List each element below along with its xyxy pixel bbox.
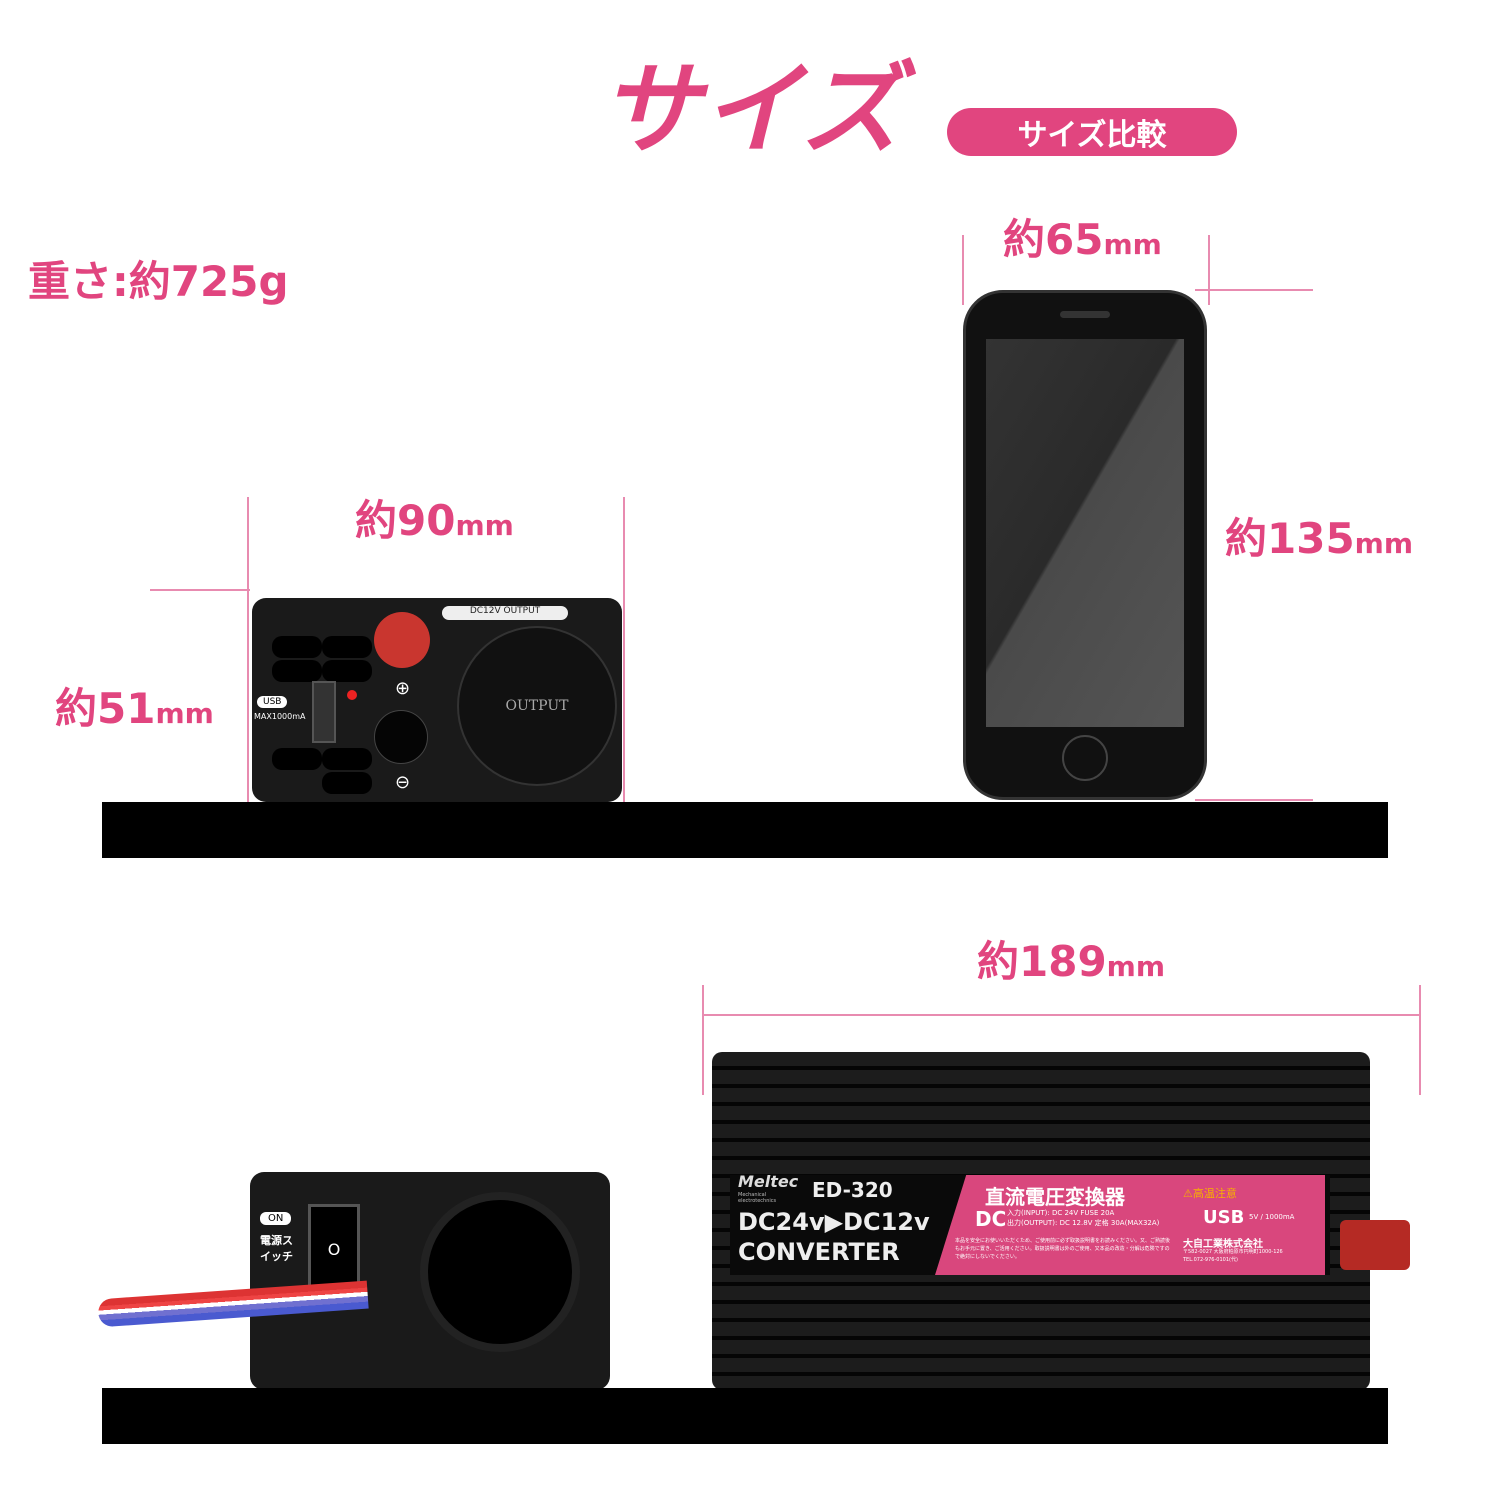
output-socket-cap: OUTPUT xyxy=(457,626,617,786)
phone-height-label: 約135mm xyxy=(1225,514,1414,563)
company-tel: TEL.072-976-0101(代) xyxy=(1183,1257,1238,1263)
positive-terminal xyxy=(374,612,430,668)
red-terminal xyxy=(1340,1220,1410,1270)
dc-label: DC xyxy=(975,1207,1007,1231)
company-address: 〒582-0027 大阪府柏原市円明町1000-126 xyxy=(1183,1249,1283,1255)
phone-screen xyxy=(986,339,1184,727)
brand-subtitle: Mechanical electrotechnics xyxy=(738,1192,777,1204)
spec-label: 直流電圧変換器 ⚠高温注意 DC 入力(INPUT): DC 24V FUSE … xyxy=(935,1175,1325,1275)
speaker xyxy=(1060,311,1110,318)
power-switch-label: 電源スイッチ xyxy=(260,1234,293,1263)
dim-line xyxy=(702,1014,1421,1016)
model-number: ED-320 xyxy=(812,1178,893,1202)
dim-line xyxy=(1419,985,1421,1095)
home-button xyxy=(1062,735,1108,781)
negative-terminal xyxy=(374,710,428,764)
converter-front-image: USB MAX1000mA ⊕ ⊖ DC12V OUTPUT OUTPUT xyxy=(252,598,622,802)
shelf xyxy=(102,802,1388,858)
power-switch[interactable]: O xyxy=(308,1204,360,1294)
dim-line xyxy=(962,235,964,305)
warning-text: ⚠高温注意 xyxy=(1183,1187,1237,1200)
dim-line xyxy=(247,497,249,802)
usb-label: USB xyxy=(1203,1207,1245,1228)
plus-icon: ⊕ xyxy=(395,678,411,699)
converter-back-image: ON 電源スイッチ O xyxy=(250,1172,610,1390)
cooling-fan xyxy=(420,1192,580,1352)
size-compare-badge: サイズ比較 xyxy=(947,108,1237,156)
phone-width-label: 約65mm xyxy=(1003,215,1162,264)
on-label: ON xyxy=(260,1212,292,1225)
smartphone-image xyxy=(963,290,1207,800)
notice-text: 本品を安全にお使いいただくため、ご使用前に必ず取扱説明書をお読みください。又、ご… xyxy=(955,1238,1170,1260)
length-label: 約189mm xyxy=(977,937,1166,986)
jp-title: 直流電圧変換器 xyxy=(985,1185,1125,1209)
usb-port xyxy=(312,681,336,743)
dim-line xyxy=(150,589,250,591)
output-label: DC12V OUTPUT xyxy=(442,606,568,620)
voltage-text: DC24v▶DC12v xyxy=(738,1208,930,1236)
front-width-label: 約90mm xyxy=(355,496,514,545)
output-spec: 出力(OUTPUT): DC 12.8V 定格 30A(MAX32A) xyxy=(1007,1219,1160,1227)
input-spec: 入力(INPUT): DC 24V FUSE 20A xyxy=(1007,1209,1115,1217)
weight-label: 重さ:約725g xyxy=(28,257,289,306)
dim-line xyxy=(1195,799,1313,801)
page-title: サイズ xyxy=(600,51,903,168)
dim-line xyxy=(1208,235,1210,305)
usb-spec: 5V / 1000mA xyxy=(1249,1213,1295,1221)
front-height-label: 約51mm xyxy=(55,684,214,733)
company-name: 大自工業株式会社 xyxy=(1183,1239,1263,1250)
usb-max-label: MAX1000mA xyxy=(254,712,306,721)
dim-line xyxy=(702,985,704,1095)
shelf xyxy=(102,1388,1388,1444)
dim-line xyxy=(1195,289,1313,291)
converter-text: CONVERTER xyxy=(738,1238,900,1266)
brand-logo: Meltec xyxy=(738,1172,799,1191)
led-indicator xyxy=(347,690,357,700)
dim-line xyxy=(623,497,625,802)
minus-icon: ⊖ xyxy=(395,772,411,793)
usb-label: USB xyxy=(257,696,288,708)
